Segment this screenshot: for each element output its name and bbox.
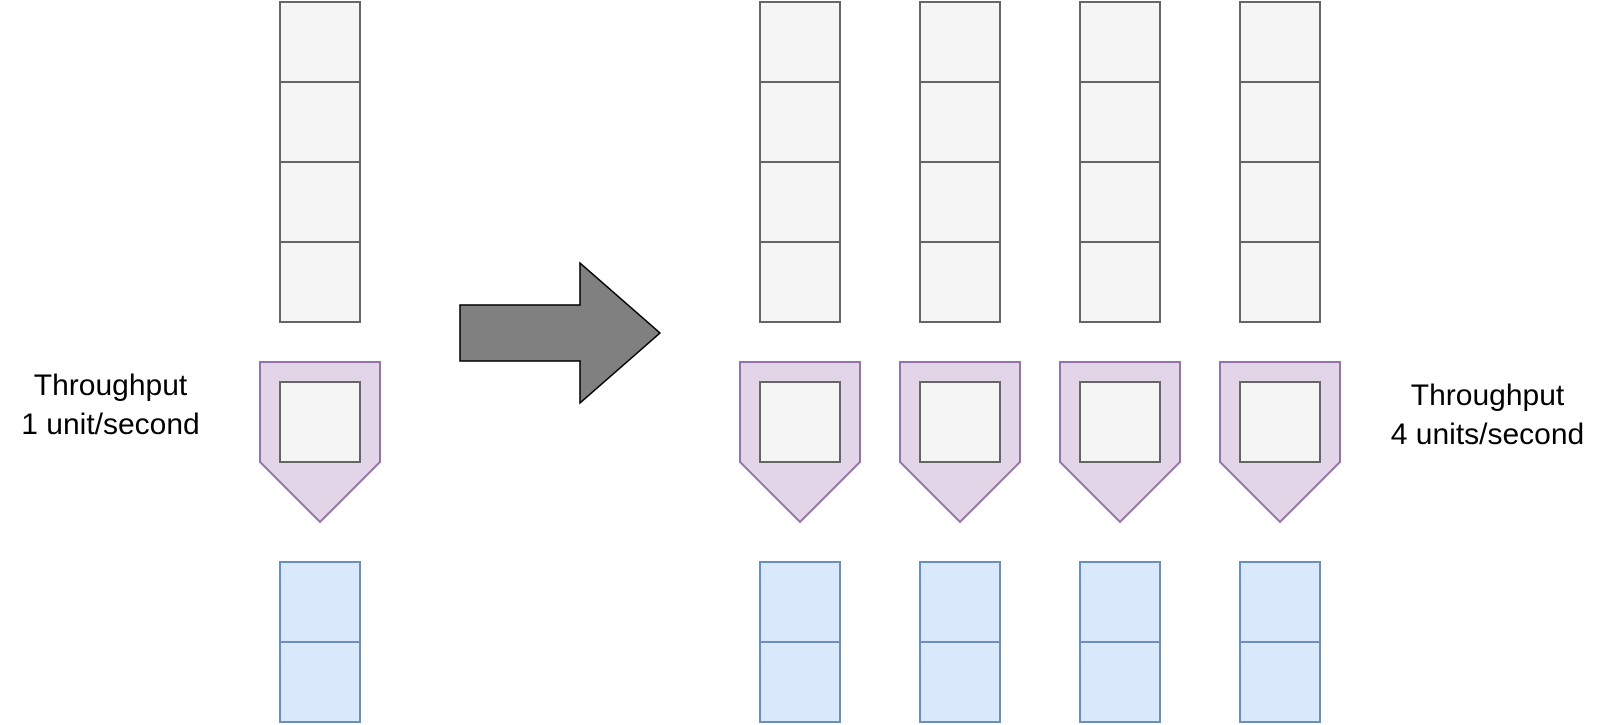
input-unit [279,81,361,163]
input-unit [1079,241,1161,323]
output-unit [1079,641,1161,723]
output-unit [919,641,1001,723]
parallel-pipelines [739,1,1341,723]
output-unit [1079,561,1161,643]
pipeline [259,1,381,723]
input-unit [759,1,841,83]
output-unit [919,561,1001,643]
output-unit [279,641,361,723]
input-unit [1079,1,1161,83]
input-unit [279,161,361,243]
processing-unit [1239,381,1321,463]
throughput-label-line-1: Throughput [33,369,188,402]
input-unit [1079,161,1161,243]
right-arrow-icon [459,261,662,405]
input-unit [1079,81,1161,163]
input-unit [759,241,841,323]
output-unit [759,641,841,723]
input-unit [1239,241,1321,323]
throughput-label-line-2: 4 units/second [1390,418,1585,451]
input-unit [1239,81,1321,163]
output-unit [279,561,361,643]
input-unit [919,241,1001,323]
processing-unit [759,381,841,463]
pipeline [1059,1,1181,723]
single-pipeline [259,1,381,723]
processing-unit [1079,381,1161,463]
processing-unit [279,381,361,463]
output-unit [1239,641,1321,723]
throughput-label-parallel: Throughput 4 units/second [1380,376,1595,454]
pipeline [739,1,861,723]
throughput-label-single: Throughput 1 unit/second [8,366,213,444]
throughput-label-line-2: 1 unit/second [21,408,200,441]
input-unit [759,161,841,243]
input-unit [919,161,1001,243]
input-unit [1239,161,1321,243]
pipeline [1219,1,1341,723]
processing-unit [919,381,1001,463]
input-unit [1239,1,1321,83]
input-unit [919,1,1001,83]
input-unit [279,1,361,83]
pipeline [899,1,1021,723]
input-unit [279,241,361,323]
throughput-label-line-1: Throughput [1410,379,1565,412]
input-unit [759,81,841,163]
input-unit [919,81,1001,163]
output-unit [1239,561,1321,643]
output-unit [759,561,841,643]
